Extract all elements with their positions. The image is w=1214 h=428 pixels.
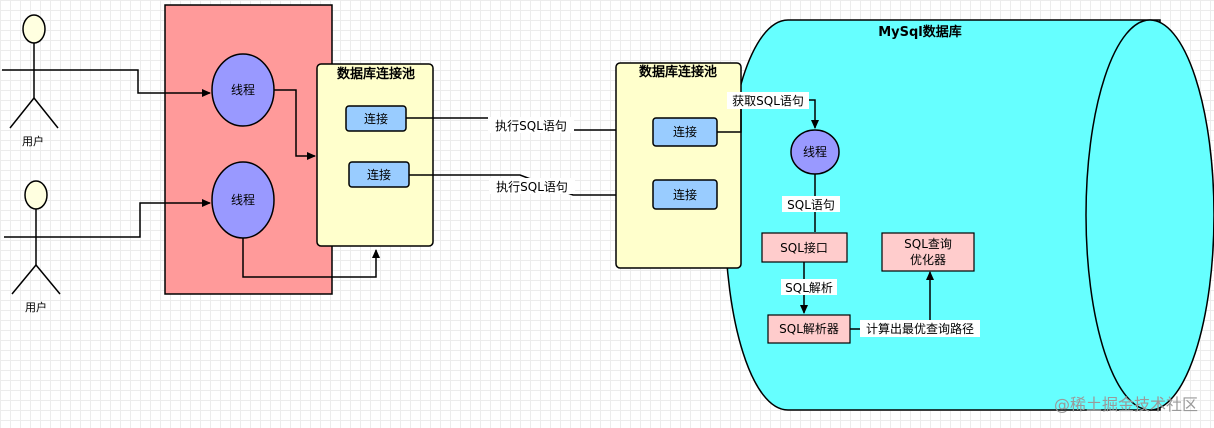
sql-parser-box xyxy=(767,314,851,344)
app-connection-label-2: 连接 xyxy=(367,167,391,182)
sql-optimizer-box xyxy=(881,232,975,272)
fetch-sql-label: 获取SQL语句 xyxy=(732,94,804,108)
mysql-thread-node xyxy=(790,129,840,175)
thread-label-1: 线程 xyxy=(231,82,255,97)
user-label-1: 用户 xyxy=(22,134,44,148)
mysql-connection-label-1: 连接 xyxy=(673,124,697,139)
mysql-title: MySql数据库 xyxy=(878,24,962,40)
mysql-cylinder-end xyxy=(1085,19,1214,411)
watermark: @稀土掘金技术社区 xyxy=(1054,395,1198,414)
sql-statement-label-bg xyxy=(782,196,840,212)
exec-sql-label-1: 执行SQL语句 xyxy=(495,119,567,133)
sql-interface-box xyxy=(761,232,848,263)
sql-parse-label-bg xyxy=(781,279,837,295)
edge-thread2-pool xyxy=(242,238,380,278)
fetch-sql-label-bg xyxy=(727,92,809,109)
app-pool-title: 数据库连接池 xyxy=(337,66,415,82)
edge-user2-thread2 xyxy=(68,199,211,238)
sql-interface-label: SQL接口 xyxy=(780,240,828,255)
compute-path-label-bg xyxy=(860,320,980,337)
sql-statement-label: SQL语句 xyxy=(787,198,835,212)
app-connection-pool xyxy=(316,63,434,247)
exec-sql-label-bg-1 xyxy=(488,117,574,133)
mysql-connection-2 xyxy=(652,179,718,210)
user-actor-1 xyxy=(2,14,66,129)
sql-optimizer-label-line1: SQL查询 xyxy=(904,237,952,251)
mysql-thread-label: 线程 xyxy=(803,144,827,159)
edge-thread1-pool xyxy=(274,89,316,160)
thread-label-2: 线程 xyxy=(231,192,255,207)
user-actor-2 xyxy=(4,180,68,295)
exec-sql-label-2: 执行SQL语句 xyxy=(496,180,568,194)
edge-user1-thread1 xyxy=(66,69,211,97)
sql-optimizer-label-line2: 优化器 xyxy=(910,253,946,267)
compute-path-label: 计算出最优查询路径 xyxy=(866,321,974,336)
mysql-connection-label-2: 连接 xyxy=(673,187,697,202)
sql-parse-label: SQL解析 xyxy=(785,281,833,295)
exec-sql-label-bg-2 xyxy=(489,178,575,194)
app-server-box xyxy=(164,4,333,295)
mysql-connection-pool xyxy=(615,62,742,269)
mysql-pool-title: 数据库连接池 xyxy=(639,64,717,80)
app-connection-label-1: 连接 xyxy=(364,111,388,126)
user-label-2: 用户 xyxy=(25,300,47,314)
sql-parser-label: SQL解析器 xyxy=(779,322,839,336)
